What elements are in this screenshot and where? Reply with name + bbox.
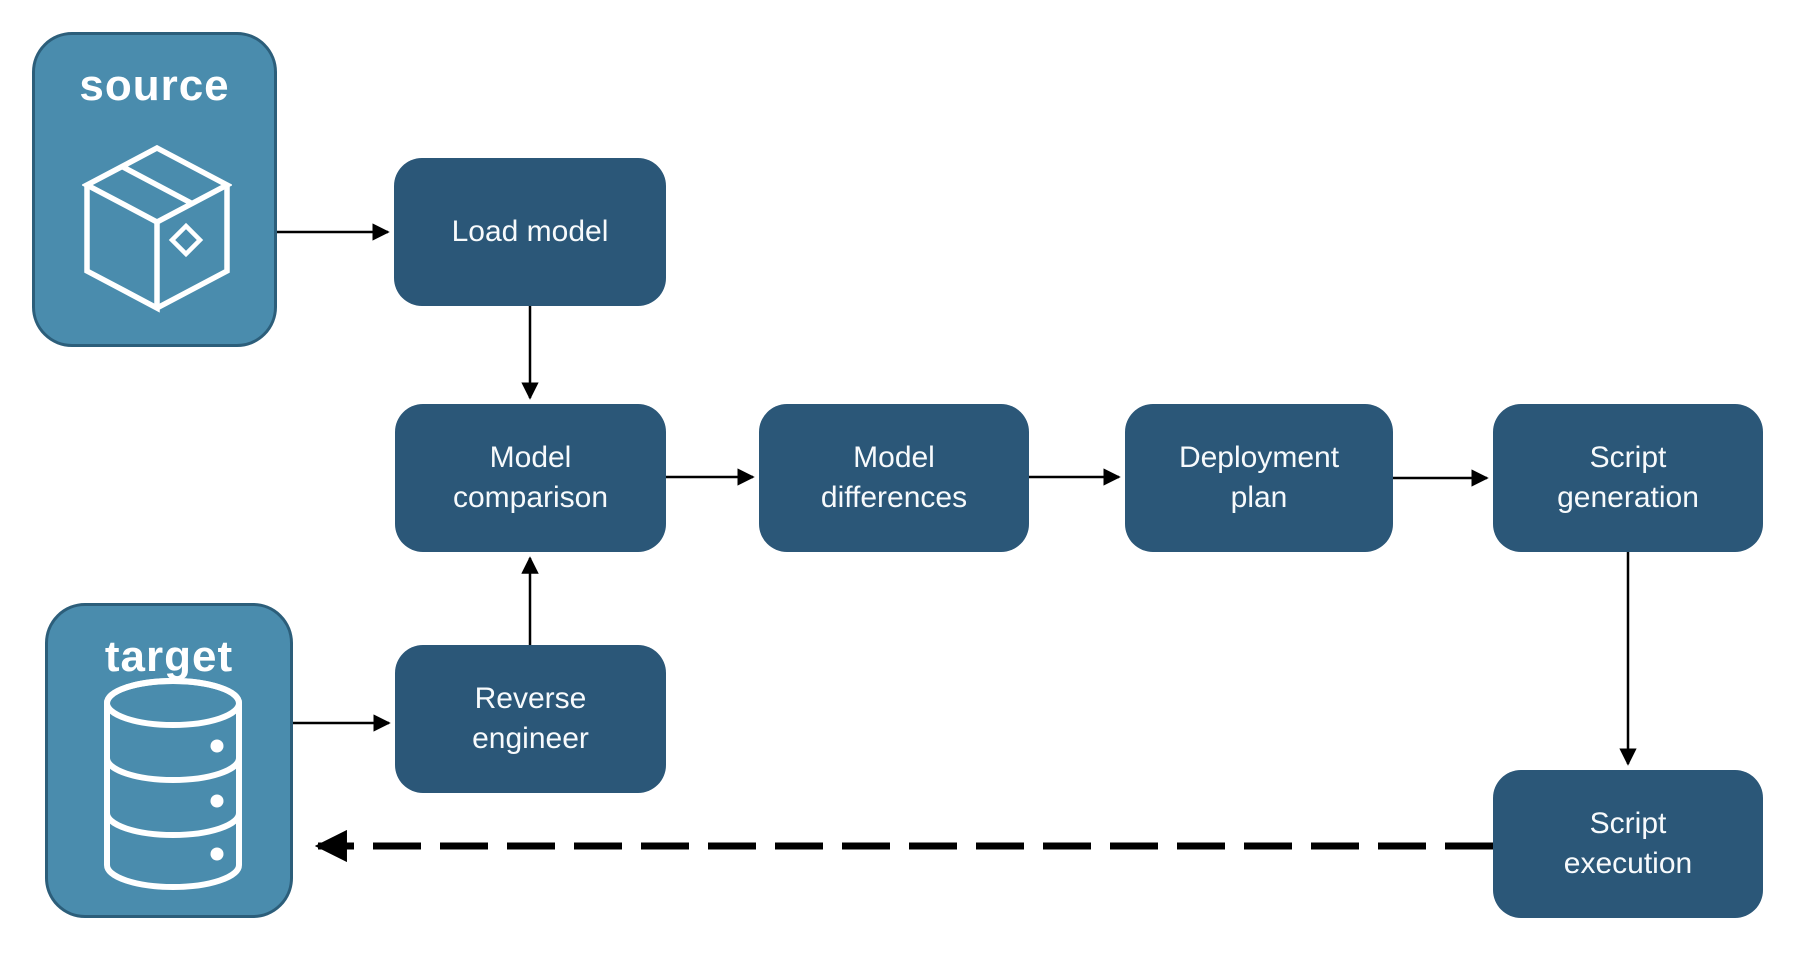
node-script-generation: Script generation <box>1493 404 1763 552</box>
node-label: Script execution <box>1563 807 1693 880</box>
node-load-model: Load model <box>394 158 666 306</box>
node-label: Load model <box>451 215 609 248</box>
database-icon <box>104 678 242 890</box>
node-model-comparison: Model comparison <box>395 404 666 552</box>
node-label: Model differences <box>820 441 968 514</box>
node-label: Deployment plan <box>1178 441 1340 514</box>
node-script-execution: Script execution <box>1493 770 1763 918</box>
package-icon <box>82 145 232 313</box>
node-deployment-plan: Deployment plan <box>1125 404 1393 552</box>
source-endpoint: source <box>32 32 277 347</box>
node-label: Script generation <box>1557 441 1699 514</box>
source-label: source <box>79 61 230 110</box>
node-reverse-engineer: Reverse engineer <box>395 645 666 793</box>
node-label: Model comparison <box>452 441 609 514</box>
node-model-differences: Model differences <box>759 404 1029 552</box>
target-endpoint: target <box>45 603 293 918</box>
node-label: Reverse engineer <box>472 682 589 755</box>
target-label: target <box>104 632 234 681</box>
